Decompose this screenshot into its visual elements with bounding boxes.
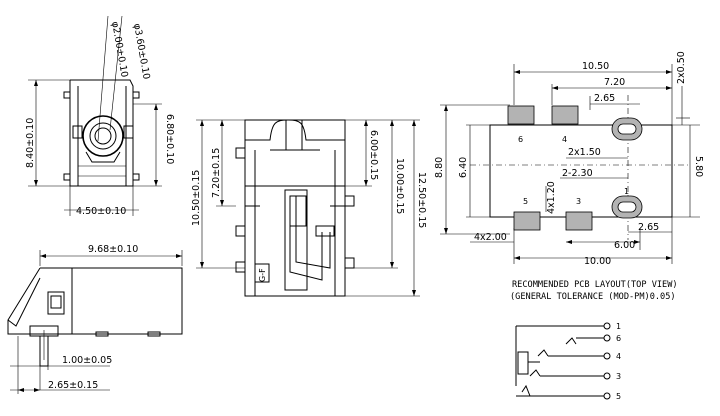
dim-side-bottom: 2.65±0.15: [48, 380, 98, 391]
dim-side-small: 1.00±0.05: [62, 355, 112, 366]
note-recommended-layout: RECOMMENDED PCB LAYOUT(TOP VIEW): [512, 280, 678, 290]
pcb-dim-580: 5.80: [693, 156, 704, 177]
dim-front-inner-height: 6.80±0.10: [164, 114, 175, 164]
body-marking: G-F: [258, 268, 267, 282]
pcb-dim-265a: 2.65: [594, 93, 615, 104]
note-general-tolerance: (GENERAL TOLERANCE (MOD-PM)0.05): [510, 292, 676, 302]
pcb-dim-1050: 10.50: [582, 61, 609, 72]
pcb-dim-2x150: 2x1.50: [568, 147, 601, 158]
dim-top-1000: 10.00±0.15: [394, 158, 405, 214]
dim-top-720: 7.20±0.15: [211, 148, 222, 198]
schematic-pin-3: 3: [616, 372, 621, 381]
dim-hole-diameter-small: φ2.00±0.10: [109, 21, 130, 79]
pad-4: [551, 105, 579, 125]
pcb-layout: [440, 64, 700, 264]
pcb-dim-2x230: 2-2.30: [562, 168, 593, 179]
pad-label-4: 4: [562, 135, 567, 144]
schematic-pin-4: 4: [616, 352, 621, 361]
pcb-dim-600: 6.00: [614, 240, 635, 251]
dim-hole-diameter-large: φ3.60±0.10: [131, 23, 152, 81]
pad-3: [565, 211, 593, 231]
pcb-dim-4x200: 4x2.00: [474, 232, 507, 243]
side-view: [7, 250, 183, 394]
pad-6: [507, 105, 535, 125]
pad-5: [513, 211, 541, 231]
dim-front-height: 8.40±0.10: [25, 118, 36, 168]
schematic-pin-6: 6: [616, 334, 621, 343]
pad-label-6: 6: [518, 135, 523, 144]
dim-top-1050: 10.50±0.15: [191, 170, 202, 226]
pad-label-3: 3: [576, 197, 581, 206]
jack-schematic: [515, 322, 611, 400]
pcb-dim-4x120: 4x1.20: [546, 181, 557, 214]
pad-label-5: 5: [523, 197, 528, 206]
pcb-dim-2x050: 2x0.50: [676, 51, 687, 84]
dim-front-width: 4.50±0.10: [76, 206, 126, 217]
dim-side-length: 9.68±0.10: [88, 244, 138, 255]
pcb-dim-640: 6.40: [458, 157, 469, 178]
schematic-pin-5: 5: [616, 392, 621, 401]
dim-top-600: 6.00±0.15: [368, 130, 379, 180]
pcb-dim-880: 8.80: [434, 157, 445, 178]
pad-label-1: 1: [624, 187, 629, 196]
dim-top-1250: 12.50±0.15: [416, 172, 427, 228]
top-view: [196, 119, 420, 297]
schematic-pin-1: 1: [616, 322, 621, 331]
front-view: [28, 15, 162, 216]
pcb-dim-1000: 10.00: [584, 256, 611, 267]
pcb-dim-720: 7.20: [604, 77, 625, 88]
pcb-dim-265b: 2.65: [638, 222, 659, 233]
